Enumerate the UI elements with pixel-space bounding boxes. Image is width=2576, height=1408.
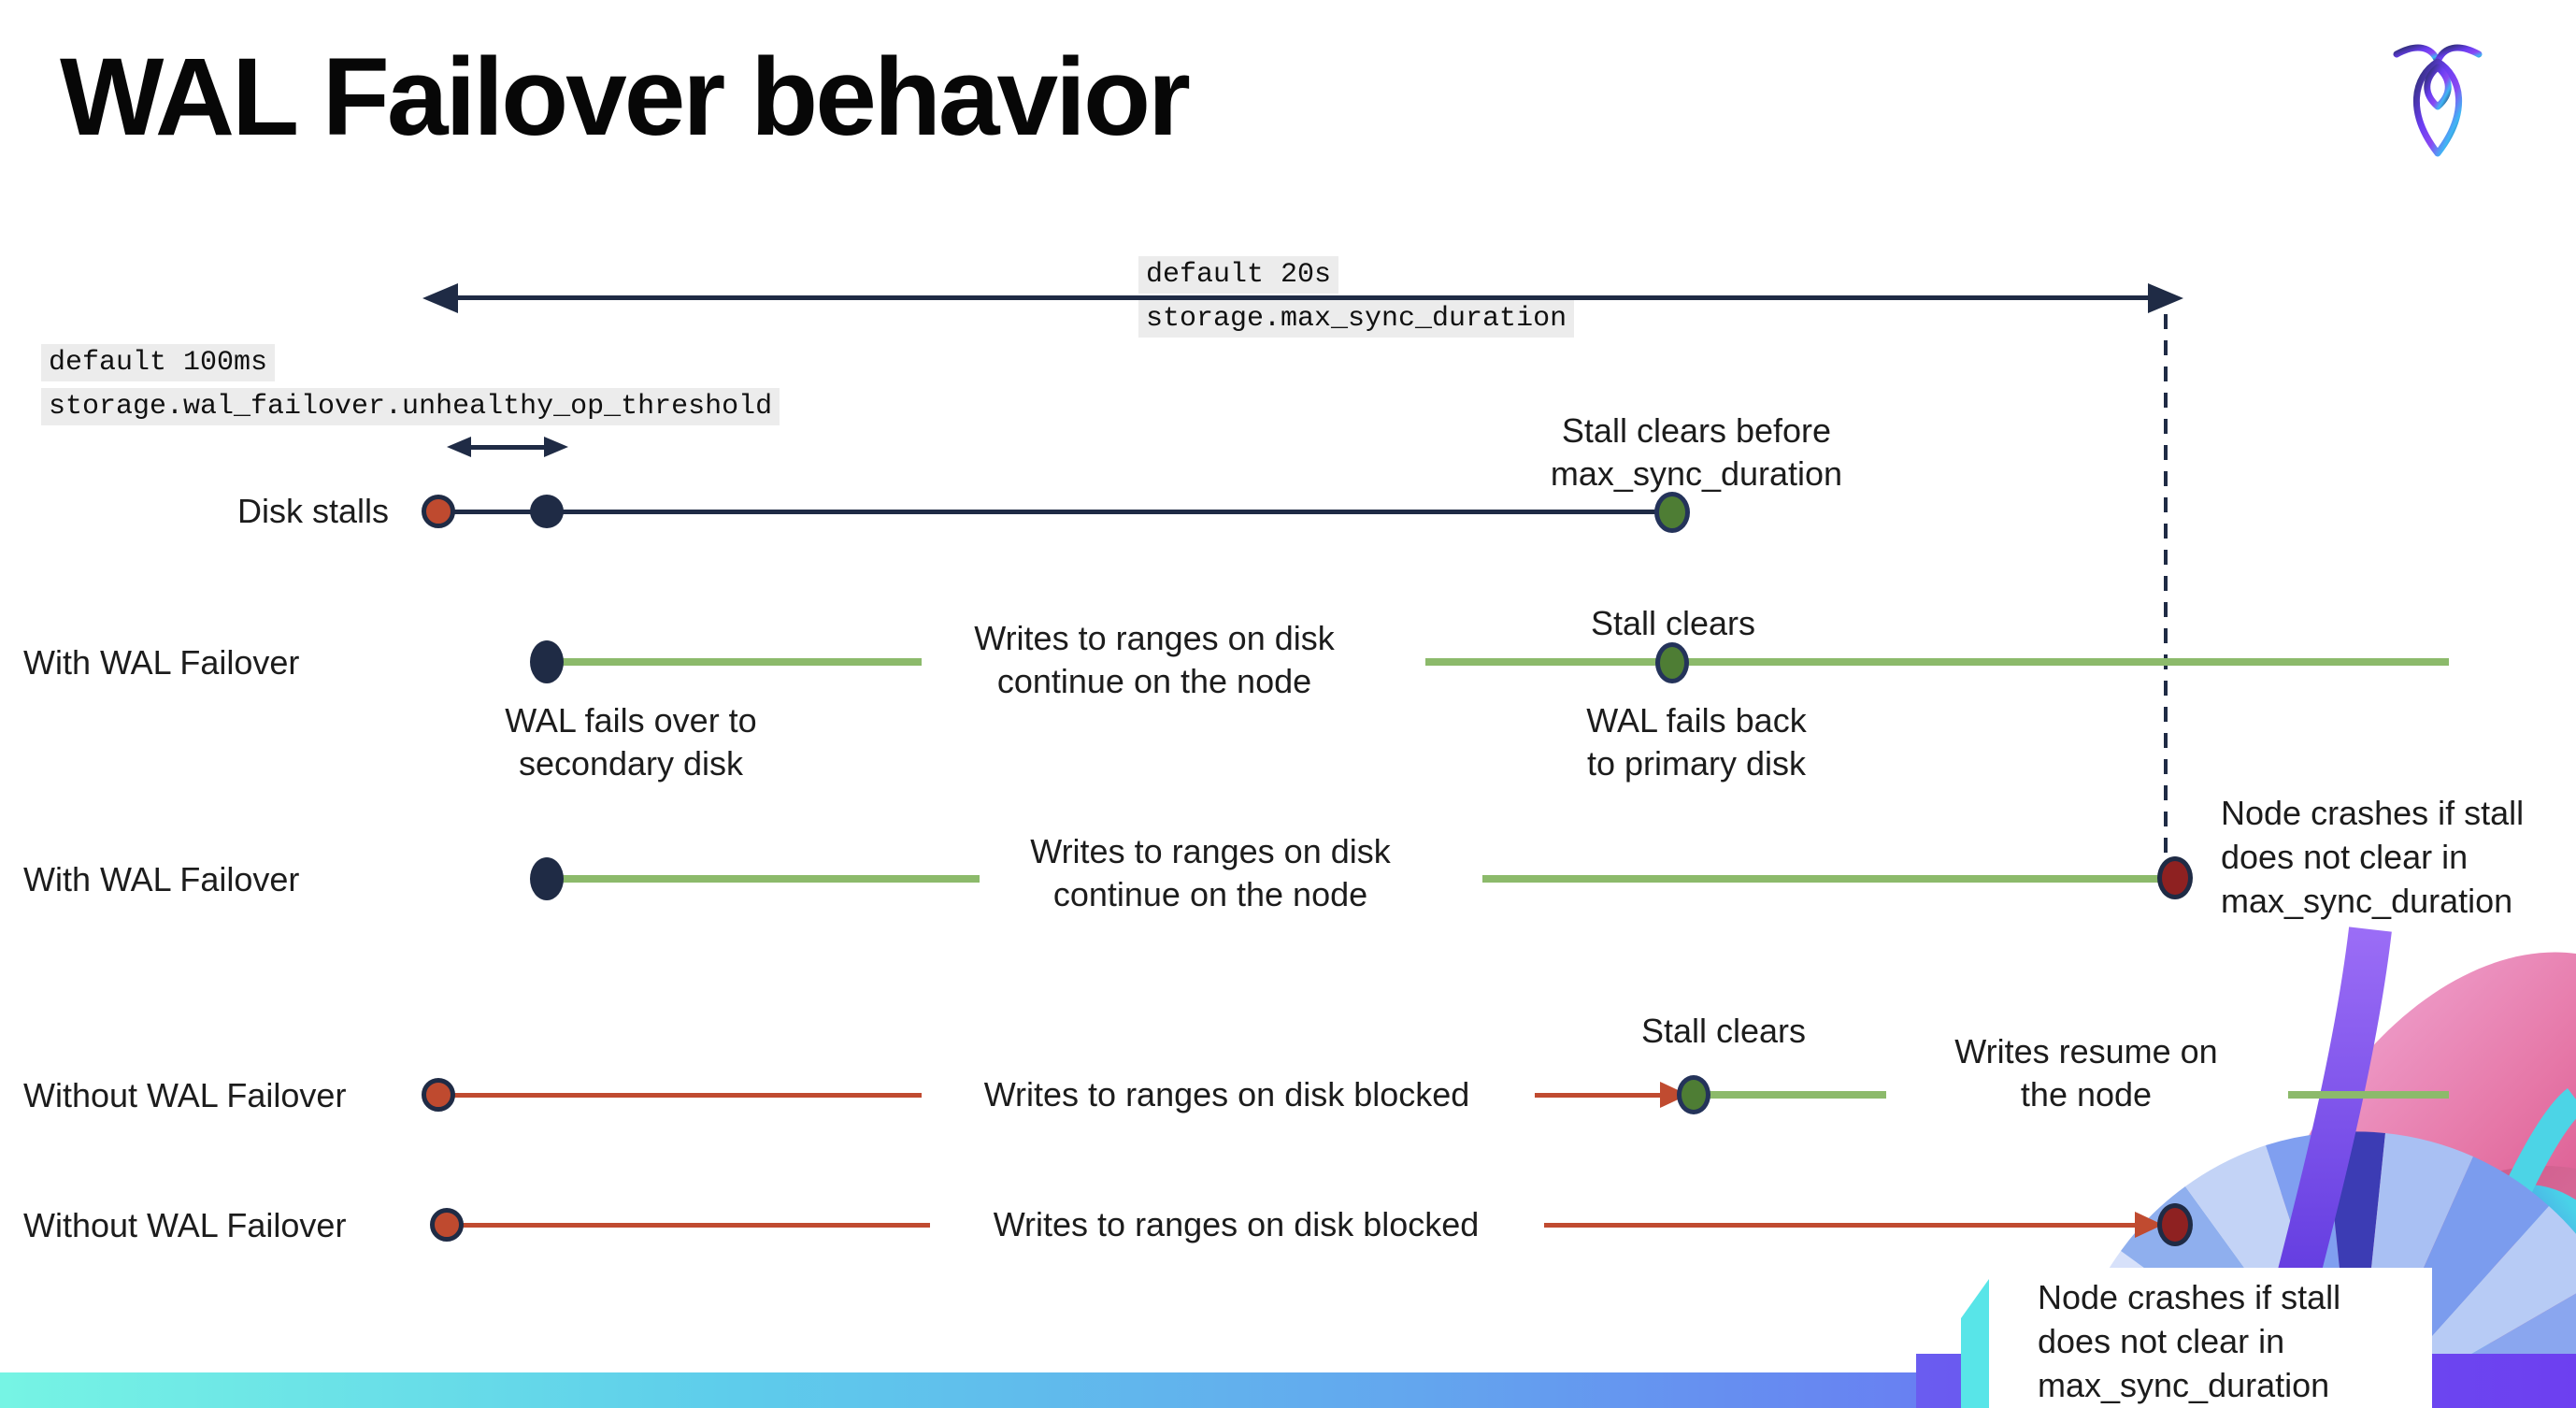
stall-start-dot	[422, 495, 455, 528]
stall-clears-dot	[1677, 1075, 1710, 1114]
row-label-without-wal-failover-2: Without WAL Failover	[23, 1206, 347, 1244]
green-line	[1709, 1091, 1886, 1099]
max-sync-default-label: default 20s	[1138, 256, 1339, 294]
row-label-with-wal-failover-2: With WAL Failover	[23, 860, 300, 898]
wal-fails-over-note: WAL fails over to secondary disk	[505, 701, 757, 783]
threshold-dot	[530, 495, 564, 528]
page-title: WAL Failover behavior	[60, 36, 1191, 159]
node-crash-note-2: Node crashes if stall does not clear in …	[2038, 1278, 2341, 1404]
green-line	[557, 875, 980, 883]
green-line	[1482, 875, 2161, 883]
red-line	[1544, 1223, 2139, 1228]
writes-continue-note-1: Writes to ranges on disk continue on the…	[974, 619, 1335, 700]
unhealthy-op-default-label: default 100ms	[41, 344, 276, 381]
failover-dot	[530, 640, 564, 683]
failover-dot	[530, 857, 564, 900]
node-crash-note-1: Node crashes if stall does not clear in …	[2221, 794, 2525, 920]
stall-start-dot	[422, 1078, 455, 1112]
green-line	[2288, 1091, 2449, 1099]
arrow-right-icon	[2148, 283, 2183, 313]
red-line	[1535, 1093, 1664, 1098]
arrow-right-small-icon	[544, 437, 568, 457]
row-label-with-wal-failover-1: With WAL Failover	[23, 643, 300, 682]
threshold-arrow-line	[464, 445, 548, 450]
max-sync-duration-arrow-line	[439, 295, 2170, 300]
red-line	[454, 1093, 922, 1098]
max-sync-setting-label: storage.max_sync_duration	[1138, 300, 1575, 338]
stall-clears-dot	[1654, 492, 1690, 533]
max-sync-duration-label: default 20s storage.max_sync_duration	[1138, 256, 1575, 338]
node-crash-dot	[2157, 856, 2193, 899]
green-line	[557, 658, 922, 666]
node-crash-dot	[2157, 1203, 2193, 1246]
stall-start-dot	[430, 1208, 464, 1242]
max-sync-dashed-line	[2164, 314, 2168, 856]
unhealthy-op-setting-label: storage.wal_failover.unhealthy_op_thresh…	[41, 388, 780, 425]
cockroachdb-logo-icon	[2393, 44, 2483, 157]
stall-clears-before-note: Stall clears before max_sync_duration	[1550, 411, 1843, 493]
writes-blocked-note-2: Writes to ranges on disk blocked	[993, 1205, 1480, 1243]
writes-resume-note: Writes resume on the node	[1954, 1032, 2218, 1113]
wal-fails-back-note: WAL fails back to primary disk	[1586, 701, 1807, 783]
node-crash-note-box: Node crashes if stall does not clear in …	[1989, 1268, 2432, 1408]
writes-blocked-note-1: Writes to ranges on disk blocked	[983, 1075, 1470, 1113]
writes-continue-note-2: Writes to ranges on disk continue on the…	[1030, 832, 1391, 913]
row-label-disk-stalls: Disk stalls	[236, 492, 389, 530]
unhealthy-op-threshold-label: default 100ms storage.wal_failover.unhea…	[41, 344, 780, 425]
arrow-left-small-icon	[447, 437, 471, 457]
green-line	[1684, 658, 2449, 666]
green-line	[1425, 658, 1667, 666]
stall-clears-dot	[1655, 642, 1689, 683]
row-label-without-wal-failover-1: Without WAL Failover	[23, 1076, 347, 1114]
stall-clears-note-2: Stall clears	[1640, 1012, 1807, 1050]
arrow-left-icon	[422, 283, 458, 313]
disk-stall-timeline	[438, 510, 1672, 514]
red-line	[463, 1223, 930, 1228]
stall-clears-note-1: Stall clears	[1590, 604, 1756, 642]
